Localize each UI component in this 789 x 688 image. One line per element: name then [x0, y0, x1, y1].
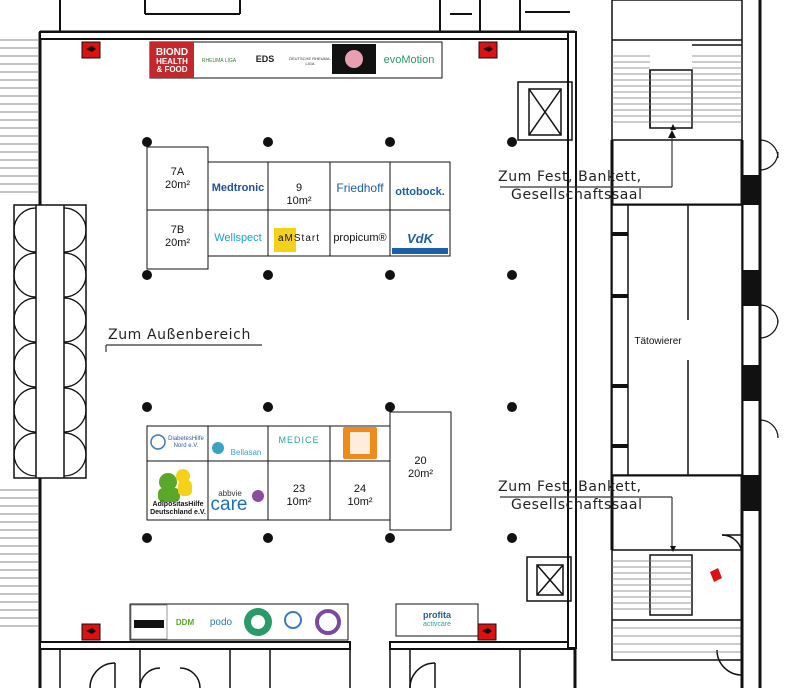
booth-7a-size: 20m²	[164, 179, 191, 191]
arrow-head-up	[668, 130, 676, 138]
fest-sign-top-line1: Zum Fest, Bankett,	[498, 169, 642, 185]
fest-sign-bottom-line2: Gesellschaftssaal	[511, 497, 643, 513]
logo-medice: MEDICE	[278, 435, 320, 445]
stairwell-bottom	[611, 534, 743, 676]
left-windows-bottom	[0, 489, 38, 627]
logo-profita: profita activcare	[422, 610, 451, 628]
booth-block-upper	[146, 146, 451, 270]
room-taetowierer-label: Tätowierer	[634, 336, 682, 347]
stairwell-bottom-steps	[612, 560, 742, 653]
elevator-shaft-bottom	[526, 556, 572, 602]
bellasan-mark	[212, 442, 224, 454]
booth-9[interactable]: 9 10m²	[268, 182, 330, 208]
logo-diabeteshilfe: DiabetesHilfe Nord e.V.	[168, 436, 204, 449]
booth-7b-size: 20m²	[164, 237, 191, 249]
left-windows-top	[0, 39, 38, 193]
logo-ddm: DDM	[175, 617, 195, 627]
blue-ring-logo	[284, 611, 302, 629]
bottom-wall-band-right	[389, 641, 576, 650]
booth-23[interactable]: 23 10m²	[268, 483, 330, 509]
booth-24[interactable]: 24 10m²	[330, 483, 390, 509]
aussen-sign: Zum Außenbereich	[108, 327, 251, 343]
green-circle-logo-inner	[251, 615, 265, 629]
logo-propicum: propicum®	[333, 232, 387, 244]
stairwell-top	[611, 0, 743, 141]
amstart-badge	[274, 228, 296, 252]
booth-23-size: 10m²	[286, 496, 312, 508]
booth-9-size: 10m²	[286, 195, 312, 207]
logo-eds: EDS	[255, 54, 275, 64]
adipositas-figure-2	[176, 469, 190, 483]
booth-23-number: 23	[292, 483, 306, 495]
left-door-block	[13, 204, 87, 479]
booth-20-size: 20m²	[407, 468, 434, 480]
walls	[38, 30, 577, 688]
adipositas-body-2	[178, 480, 192, 496]
stair-arrow-bottom	[670, 546, 676, 552]
logo-bellasan: Bellasan	[230, 447, 262, 457]
exit-marker-icons	[86, 46, 493, 634]
fest-sign-bottom-line1: Zum Fest, Bankett,	[498, 479, 642, 495]
logo-podo: podo	[209, 616, 233, 628]
vdk-underbar	[392, 248, 448, 254]
bottom-sponsor-strip-right	[395, 603, 479, 637]
elevator-shaft-top	[517, 81, 573, 141]
logo-amstart: aMStart	[277, 232, 320, 244]
logo-care: care	[210, 494, 248, 515]
top-wall-band	[39, 31, 576, 40]
logo-rheuma-liga: RHEUMA LIGA	[201, 58, 237, 64]
logo-cell-1-bar	[134, 620, 164, 628]
booth-7a[interactable]: 7A 20m²	[147, 166, 208, 192]
booth-9-number: 9	[295, 182, 303, 194]
booth-24-number: 24	[353, 483, 367, 495]
logo-vdk: VdK	[407, 230, 433, 246]
logo-evomotion: evoMotion	[383, 54, 435, 66]
tattoo-room-wall-ticks	[612, 232, 628, 448]
booth-20[interactable]: 20 20m²	[390, 455, 451, 481]
orange-book-page	[350, 432, 370, 454]
diabetes-mark	[150, 434, 166, 450]
tattoo-room	[611, 204, 743, 476]
booth-7b[interactable]: 7B 20m²	[147, 224, 208, 250]
care-flower	[252, 490, 264, 502]
purple-ring-logo	[315, 609, 341, 635]
stair-up-arrow-top	[670, 124, 676, 130]
logo-medtronic: Medtronic	[211, 182, 265, 194]
black-logo-circle	[345, 50, 363, 68]
booth-24-size: 10m²	[347, 496, 373, 508]
logo-abbvie: abbvie	[218, 488, 242, 498]
logo-ottobock: ottobock.	[395, 186, 445, 198]
right-edge-swings	[759, 139, 779, 439]
bottom-edge-details	[59, 649, 521, 688]
top-edge-details	[59, 0, 570, 32]
adipositas-figure-1	[159, 473, 177, 491]
stairwell-top-steps	[612, 55, 742, 123]
biond-logo-bg	[150, 42, 194, 78]
logo-adipositashilfe: AdipositasHilfe Deutschland e.V.	[150, 501, 206, 516]
booth-7b-number: 7B	[170, 224, 185, 236]
adipositas-body-1	[158, 488, 180, 502]
logo-friedhoff: Friedhoff	[336, 181, 384, 195]
left-door-swings	[13, 207, 87, 477]
fest-sign-top-line2: Gesellschaftssaal	[511, 187, 643, 203]
pillars	[142, 137, 517, 543]
logo-biond: BIOND HEALTH & FOOD	[155, 46, 189, 74]
direction-arrows	[105, 134, 673, 546]
logo-wellspect: Wellspect	[214, 232, 262, 244]
bottom-wall-band-left	[39, 641, 351, 650]
booth-7a-number: 7A	[170, 166, 185, 178]
booth-20-number: 20	[414, 455, 427, 467]
top-sponsor-strip	[149, 41, 443, 79]
right-wall-band	[567, 31, 577, 649]
logo-deutsche-rheuma-liga: DEUTSCHE RHEUMA-LIGA	[289, 56, 331, 66]
